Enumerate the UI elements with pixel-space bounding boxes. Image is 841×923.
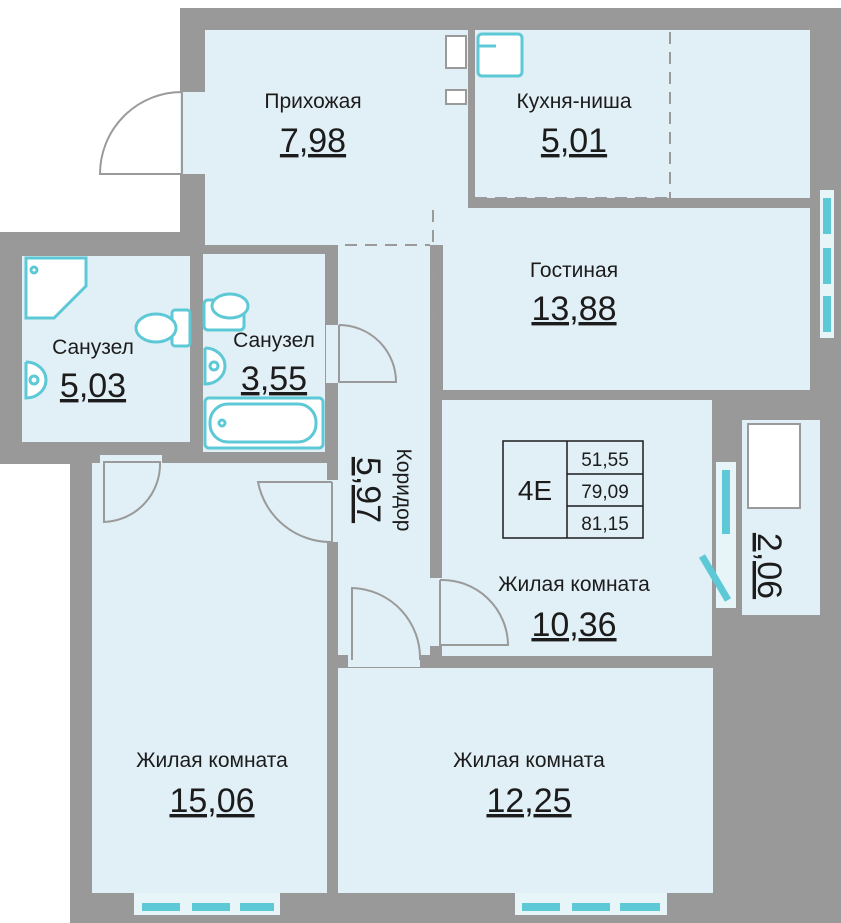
room-area-bedroom-bottom: 12,25 <box>486 782 571 820</box>
room-hallway <box>205 30 468 245</box>
zone-lines <box>345 32 671 340</box>
room-area-bath-1: 5,03 <box>60 367 126 405</box>
room-corridor <box>338 245 430 655</box>
room-area-balcony: 2,06 <box>750 533 788 599</box>
apartment-area-living: 51,55 <box>581 450 629 471</box>
apartment-type: 4Е <box>518 475 552 506</box>
room-area-hallway: 7,98 <box>280 122 346 160</box>
room-area-living: 13,88 <box>531 290 616 328</box>
room-area-bedroom-left: 15,06 <box>169 782 254 820</box>
room-living <box>443 208 810 390</box>
room-bedroom-small <box>442 400 712 656</box>
apartment-badge: 4Е 51,55 79,09 81,15 <box>502 440 644 539</box>
room-bedroom-bottom <box>338 668 713 893</box>
room-name-hallway: Прихожая <box>264 90 361 113</box>
room-area-bath-2: 3,55 <box>241 360 307 398</box>
room-name-corridor: Коридор <box>392 449 415 532</box>
room-area-kitchen: 5,01 <box>541 122 607 160</box>
room-bedroom-left <box>92 463 327 893</box>
room-name-bedroom-small: Жилая комната <box>498 573 650 596</box>
doors <box>98 91 510 667</box>
room-name-bedroom-left: Жилая комната <box>136 749 288 772</box>
room-name-living: Гостиная <box>530 259 618 282</box>
room-name-bedroom-bottom: Жилая комната <box>453 749 605 772</box>
windows <box>134 190 834 915</box>
room-area-bedroom-small: 10,36 <box>531 606 616 644</box>
room-name-kitchen: Кухня-ниша <box>516 90 631 113</box>
room-name-bath-1: Санузел <box>52 336 134 359</box>
apartment-area-total: 79,09 <box>581 482 629 503</box>
fixtures <box>24 32 801 509</box>
room-area-corridor: 5,97 <box>349 457 387 523</box>
room-kitchen <box>475 30 810 198</box>
corner-shower-icon <box>24 256 88 320</box>
room-name-bath-2: Санузел <box>233 329 315 352</box>
apartment-area-full: 81,15 <box>581 514 629 535</box>
room-labels: Прихожая 7,98 Кухня-ниша 5,01 Гостиная 1… <box>52 90 788 820</box>
kitchen-sink-icon <box>476 32 524 78</box>
